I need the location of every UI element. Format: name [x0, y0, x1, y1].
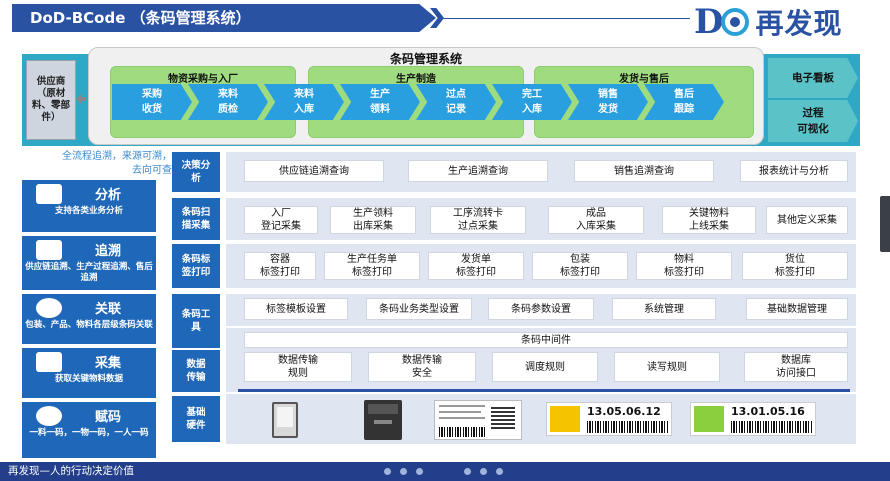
group-title: 发货与售后 — [619, 74, 669, 85]
brand-logo: D 再发现 — [694, 2, 843, 42]
card-desc: 包装、产品、物料各层级条码关联 — [25, 320, 153, 330]
box-transfer-security: 数据传输 安全 — [368, 352, 476, 382]
chart-icon — [36, 184, 62, 204]
process-chevrons: 采购 收货 来料 质检 来料 入库 生产 领料 过点 记录 完工 入库 销售 发… — [112, 84, 724, 120]
card-title: 赋码 — [94, 410, 121, 425]
header: DoD-BCode （条码管理系统） D 再发现 — [0, 0, 890, 44]
page-dot[interactable] — [384, 468, 391, 475]
row-label-hardware: 基础 硬件 — [172, 396, 220, 442]
card-title: 追溯 — [94, 244, 121, 259]
box-base-data: 基础数据管理 — [746, 298, 848, 320]
box-checkpoint-collect: 工序流转卡 过点采集 — [430, 206, 526, 234]
box-type-setting: 条码业务类型设置 — [366, 298, 472, 320]
box-pick-collect: 生产领料 出库采集 — [330, 206, 416, 234]
bulb-icon — [36, 406, 62, 426]
box-db-interface: 数据库 访问接口 — [744, 352, 848, 382]
card-desc: 供应链追溯、生产过程追溯、售后追溯 — [25, 262, 153, 283]
step-checkpoint-record: 过点 记录 — [416, 84, 496, 120]
row-label-transfer: 数据 传输 — [172, 350, 220, 392]
page-dot[interactable] — [464, 468, 471, 475]
group-title: 物资采购与入厂 — [168, 74, 238, 85]
page-title: DoD-BCode （条码管理系统） — [30, 9, 251, 27]
card-desc: 一料一码，一物一码，一人一码 — [29, 428, 149, 438]
card-link: 关联 包装、产品、物料各层级条码关联 — [22, 294, 156, 344]
footer-bar — [0, 462, 890, 481]
box-supply-trace: 供应链追溯查询 — [244, 160, 384, 182]
footer-text: 再发现—人的行动决定价值 — [8, 465, 134, 477]
tag-code: 13.05.06.12 — [587, 405, 661, 418]
step-purchase-receive: 采购 收货 — [112, 84, 192, 120]
header-bar — [18, 4, 436, 32]
divider-line — [238, 389, 850, 392]
group-title: 生产制造 — [396, 74, 436, 85]
box-material-print: 物料 标签打印 — [636, 252, 732, 280]
box-system-mgmt: 系统管理 — [612, 298, 716, 320]
step-incoming-qc: 来料 质检 — [188, 84, 268, 120]
step-sales-ship: 销售 发货 — [568, 84, 648, 120]
box-template-setting: 标签模板设置 — [244, 298, 348, 320]
card-collect: 采集 获取关键物料数据 — [22, 348, 156, 398]
box-middleware: 条码中间件 — [244, 332, 848, 348]
card-coding: 赋码 一料一码，一物一码，一人一码 — [22, 402, 156, 458]
header-divider — [440, 18, 690, 19]
box-finished-collect: 成品 入库采集 — [548, 206, 644, 234]
row-label-scan: 条码扫 描采集 — [172, 198, 220, 240]
supplier-box: 供应商（原材料、零部件） — [26, 60, 76, 140]
box-transfer-rule: 数据传输 规则 — [244, 352, 352, 382]
box-container-print: 容器 标签打印 — [244, 252, 316, 280]
clock-icon — [36, 298, 62, 318]
step-after-sales: 售后 跟踪 — [644, 84, 724, 120]
card-desc: 支持各类业务分析 — [54, 206, 123, 216]
header-bar-edge — [12, 4, 18, 32]
shuffle-icon — [36, 352, 62, 372]
box-package-print: 包装 标签打印 — [532, 252, 628, 280]
card-analysis: 分析 支持各类业务分析 — [22, 180, 156, 232]
green-tag-label: 13.01.05.16 — [690, 402, 816, 436]
tag-code: 13.01.05.16 — [731, 405, 805, 418]
step-finished-store: 完工 入库 — [492, 84, 572, 120]
box-production-trace: 生产追溯查询 — [408, 160, 548, 182]
box-report-analysis: 报表统计与分析 — [740, 160, 848, 182]
card-title: 分析 — [94, 188, 121, 203]
card-title: 采集 — [94, 356, 121, 371]
yellow-tag-label: 13.05.06.12 — [546, 402, 672, 436]
row-label-decision: 决策分 析 — [172, 152, 220, 192]
visualization-tab: 过程 可视化 — [768, 100, 858, 142]
dashboard-tab: 电子看板 — [768, 58, 858, 98]
logo-ring-icon — [721, 8, 750, 36]
box-shipping-print: 发货单 标签打印 — [428, 252, 524, 280]
label-sample-icon — [434, 400, 522, 440]
box-rw-rule: 读写规则 — [614, 352, 720, 382]
row-panel-scan — [226, 198, 856, 240]
step-incoming-store: 来料 入库 — [264, 84, 344, 120]
box-location-print: 货位 标签打印 — [742, 252, 848, 280]
page-dot[interactable] — [496, 468, 503, 475]
card-desc: 获取关键物料数据 — [54, 374, 123, 384]
double-arrow-icon — [76, 94, 86, 104]
logo-letter: D — [694, 2, 724, 42]
page-dot[interactable] — [400, 468, 407, 475]
printer-icon — [364, 400, 402, 440]
step-production-pick: 生产 领料 — [340, 84, 420, 120]
box-key-material-collect: 关键物料 上线采集 — [662, 206, 756, 234]
scanner-device-icon — [272, 402, 298, 438]
chart-icon — [36, 240, 62, 260]
row-label-print: 条码标 签打印 — [172, 244, 220, 288]
box-other-collect: 其他定义采集 — [766, 206, 848, 234]
row-label-tools: 条码工 具 — [172, 294, 220, 348]
page-dot[interactable] — [416, 468, 423, 475]
box-task-print: 生产任务单 标签打印 — [324, 252, 420, 280]
box-schedule-rule: 调度规则 — [492, 352, 598, 382]
box-param-setting: 条码参数设置 — [488, 298, 594, 320]
box-sales-trace: 销售追溯查询 — [574, 160, 714, 182]
system-title: 条码管理系统 — [389, 52, 462, 66]
box-entry-collect: 入厂 登记采集 — [244, 206, 318, 234]
left-quote: 全流程追溯，来源可溯， 去向可查 — [62, 151, 172, 176]
side-panel-handle[interactable] — [880, 196, 890, 252]
card-title: 关联 — [94, 302, 121, 317]
card-trace: 追溯 供应链追溯、生产过程追溯、售后追溯 — [22, 236, 156, 290]
page-dot[interactable] — [480, 468, 487, 475]
logo-text: 再发现 — [755, 7, 843, 40]
